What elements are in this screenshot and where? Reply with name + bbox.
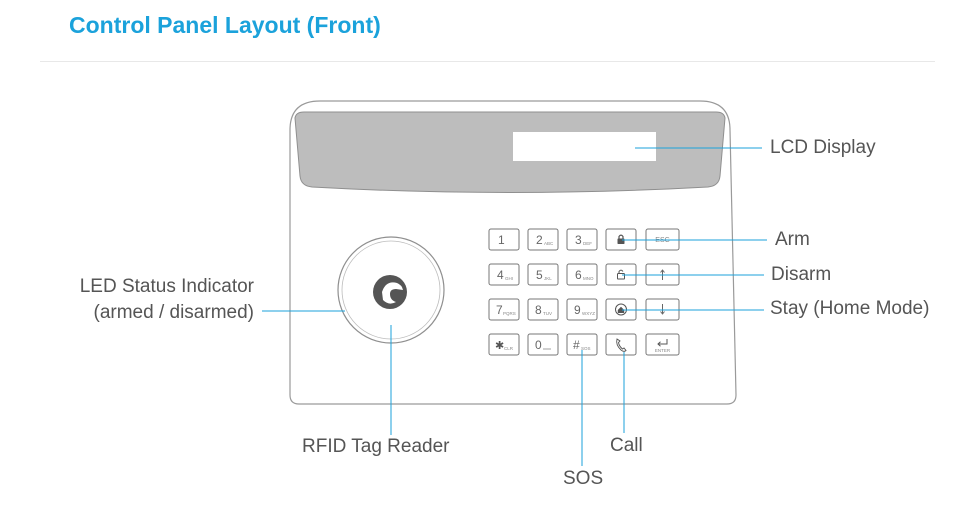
svg-text:8: 8: [535, 303, 542, 317]
key-4[interactable]: 4 GHI: [488, 263, 520, 286]
label-stay-home-mode: Stay (Home Mode): [770, 298, 930, 319]
svg-text:7: 7: [496, 303, 503, 317]
keypad: 1 2 ABC 3 DEF ESC 4 GHI: [488, 228, 680, 356]
svg-text:2: 2: [536, 233, 543, 247]
clear-key[interactable]: ✱ CLR: [488, 333, 520, 356]
svg-text:3: 3: [575, 233, 582, 247]
svg-text:ABC: ABC: [544, 241, 554, 246]
svg-text:0: 0: [535, 338, 542, 352]
svg-text:JKL: JKL: [544, 276, 552, 281]
svg-text:✱: ✱: [495, 339, 504, 352]
label-rfid-tag-reader: RFID Tag Reader: [302, 436, 450, 457]
label-led-status-line2: (armed / disarmed): [93, 302, 255, 323]
svg-text:1: 1: [498, 233, 505, 247]
svg-text:SOS: SOS: [581, 346, 591, 351]
label-led-status-line1: LED Status Indicator: [79, 276, 254, 297]
call-key[interactable]: [605, 333, 637, 356]
key-8[interactable]: 8 TUV: [527, 298, 559, 321]
enter-icon: [657, 339, 668, 347]
label-lcd-display: LCD Display: [770, 137, 876, 158]
key-1[interactable]: 1: [488, 228, 520, 251]
page-title: Control Panel Layout (Front): [69, 12, 381, 38]
label-arm: Arm: [775, 229, 810, 250]
label-sos: SOS: [563, 468, 604, 489]
key-2[interactable]: 2 ABC: [527, 228, 559, 251]
key-0[interactable]: 0: [527, 333, 559, 356]
key-6[interactable]: 6 MNO: [566, 263, 598, 286]
eagle-logo-icon: [373, 275, 407, 309]
svg-text:TUV: TUV: [543, 311, 552, 316]
lock-open-icon: [617, 269, 625, 280]
svg-text:GHI: GHI: [505, 276, 513, 281]
svg-text:6: 6: [575, 268, 582, 282]
enter-key[interactable]: ENTER: [645, 333, 680, 356]
arrow-down-icon: [660, 304, 665, 315]
phone-icon: [616, 338, 627, 352]
svg-text:DEF: DEF: [583, 241, 592, 246]
svg-text:PQRS: PQRS: [503, 311, 516, 316]
lcd-screen: [513, 132, 656, 161]
label-disarm: Disarm: [771, 264, 832, 285]
svg-text:5: 5: [536, 268, 543, 282]
title-divider: [40, 61, 935, 62]
key-3[interactable]: 3 DEF: [566, 228, 598, 251]
key-9[interactable]: 9 WXYZ: [566, 298, 598, 321]
svg-text:4: 4: [497, 268, 504, 282]
svg-text:9: 9: [574, 303, 581, 317]
svg-text:#: #: [573, 338, 580, 352]
key-7[interactable]: 7 PQRS: [488, 298, 520, 321]
svg-text:MNO: MNO: [583, 276, 594, 281]
stay-key[interactable]: [605, 298, 637, 321]
callout-lines: [262, 147, 767, 466]
svg-text:WXYZ: WXYZ: [582, 311, 595, 316]
key-5[interactable]: 5 JKL: [527, 263, 559, 286]
lcd-window: [294, 111, 726, 193]
label-call: Call: [610, 435, 643, 456]
svg-text:ENTER: ENTER: [655, 348, 671, 353]
svg-text:CLR: CLR: [504, 346, 514, 351]
